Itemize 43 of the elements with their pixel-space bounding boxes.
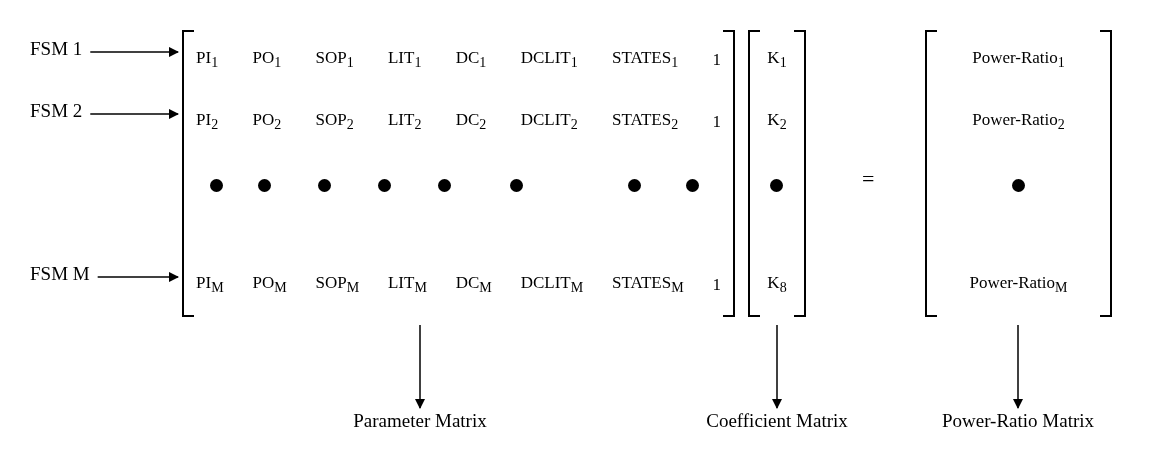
matrix-entry: DCLIT$_{2}$ [520, 110, 578, 134]
matrix-entry: DC$_{2}$ [455, 110, 487, 134]
matrix-entry: 1 [712, 112, 721, 132]
matrix-entry: PO$_{M}$ [252, 273, 287, 297]
matrix-entry: STATES$_{2}$ [612, 110, 679, 134]
matrix-entry: DC$_{1}$ [455, 48, 487, 72]
row-label: FSM 2 [30, 100, 140, 128]
matrix-entry: STATES$_{M}$ [612, 273, 684, 297]
equals-sign: = [862, 166, 875, 192]
matrix-entry: SOP$_{1}$ [315, 48, 354, 72]
arrow [771, 324, 783, 410]
matrix-entry: PO$_{2}$ [252, 110, 282, 134]
matrix-entry: Power-Ratio$_{1}$ [972, 48, 1065, 72]
matrix-entry: 1 [712, 50, 721, 70]
arrow [89, 46, 180, 58]
matrix-entry: K$_{1}$ [767, 48, 787, 72]
matrix-entry: PI$_{2}$ [196, 110, 219, 134]
arrow [89, 108, 180, 120]
matrix-entry: K$_{8}$ [767, 273, 787, 297]
matrix-entry: SOP$_{2}$ [315, 110, 354, 134]
matrix-caption: Parameter Matrix [330, 410, 510, 440]
matrix-entry: K$_{2}$ [767, 110, 787, 134]
arrow [414, 324, 426, 410]
arrow [1012, 324, 1024, 410]
arrow [96, 271, 180, 283]
matrix-entry: 1 [712, 275, 721, 295]
matrix-entry: Power-Ratio$_{2}$ [972, 110, 1065, 134]
matrix-caption: Power-Ratio Matrix [928, 410, 1108, 440]
matrix-entry: SOP$_{M}$ [315, 273, 360, 297]
matrix-entry: Power-Ratio$_{M}$ [969, 273, 1068, 297]
matrix-entry: DCLIT$_{1}$ [520, 48, 578, 72]
row-label: FSM M [30, 263, 140, 291]
matrix-entry: PI$_{M}$ [196, 273, 224, 297]
matrix-entry: LIT$_{M}$ [388, 273, 427, 297]
matrix-entry: DC$_{M}$ [455, 273, 492, 297]
matrix-entry: PO$_{1}$ [252, 48, 282, 72]
matrix-entry: DCLIT$_{M}$ [520, 273, 584, 297]
row-label: FSM 1 [30, 38, 140, 66]
matrix-caption: Coefficient Matrix [687, 410, 867, 440]
matrix-entry: STATES$_{1}$ [612, 48, 679, 72]
matrix-entry: PI$_{1}$ [196, 48, 219, 72]
matrix-entry: LIT$_{1}$ [388, 48, 422, 72]
matrix-entry: LIT$_{2}$ [388, 110, 422, 134]
